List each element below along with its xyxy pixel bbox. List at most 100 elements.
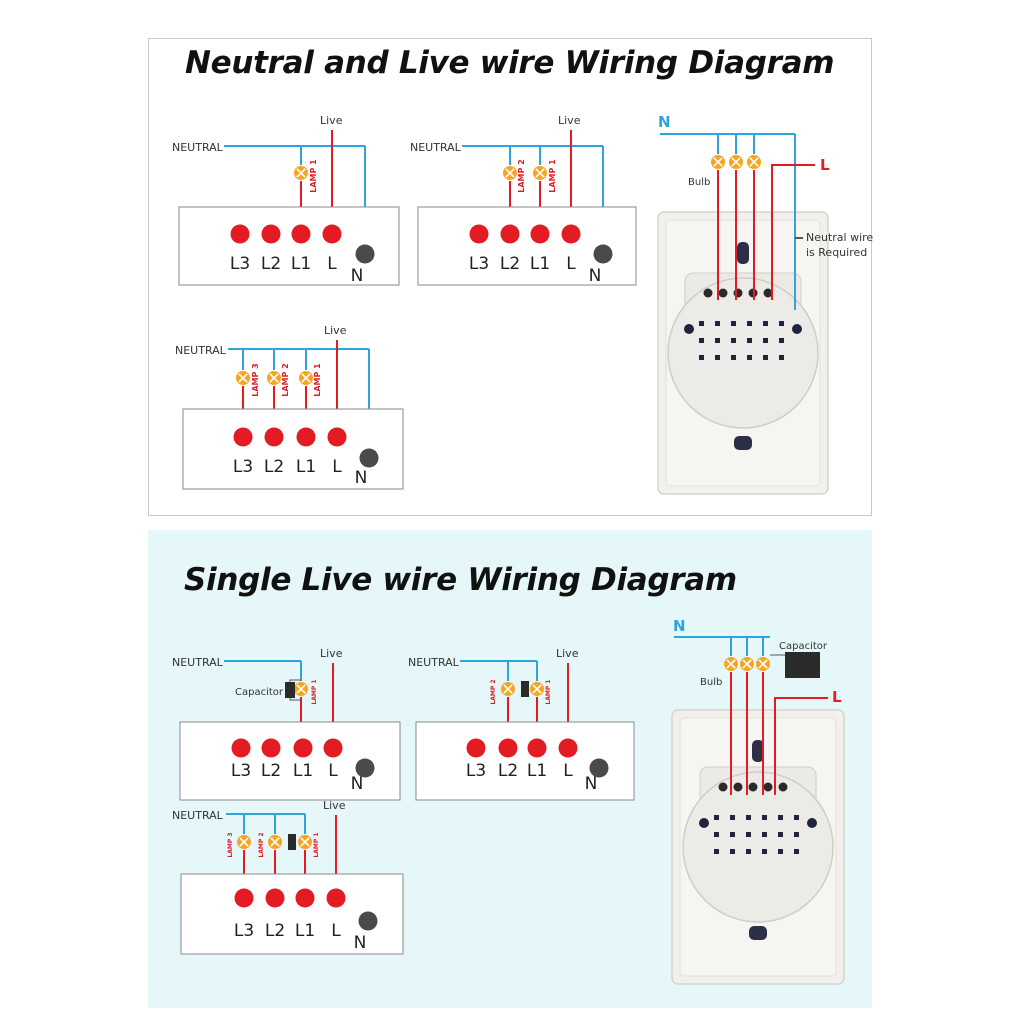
- terminal-dot: [466, 738, 486, 758]
- neutral-note-line1: Neutral wire: [806, 231, 873, 244]
- mount-slot: [752, 740, 764, 762]
- terminal-label: L: [332, 457, 342, 477]
- n-terminal-dot: [355, 758, 375, 778]
- lamp-cross-icon: [301, 373, 311, 383]
- lamp-cross-icon: [296, 168, 306, 178]
- lamp-cross-icon: [742, 659, 752, 669]
- neutral-label: NEUTRAL: [410, 141, 462, 154]
- terminal-dot: [323, 738, 343, 758]
- vent-hole: [762, 832, 767, 837]
- terminal-dot: [291, 224, 311, 244]
- photo-n-label: N: [658, 113, 671, 131]
- photo-capacitor-label: Capacitor: [779, 641, 828, 652]
- terminal-label: L3: [466, 761, 486, 781]
- lamp-cross-icon: [300, 837, 310, 847]
- photo-bulb-label: Bulb: [700, 677, 722, 688]
- terminal-dot: [264, 427, 284, 447]
- lamp-cross-icon: [239, 837, 249, 847]
- screw-hole: [792, 324, 802, 334]
- terminal-screw: [733, 288, 743, 298]
- lamp-cross-icon: [532, 684, 542, 694]
- vent-hole: [699, 338, 704, 343]
- capacitor-icon: [288, 834, 296, 850]
- vent-hole: [779, 355, 784, 360]
- capacitor-icon: [785, 652, 820, 678]
- single-live-title: Single Live wire Wiring Diagram: [184, 562, 737, 598]
- terminal-dot: [530, 224, 550, 244]
- lamp-1-label: LAMP 1: [548, 159, 557, 193]
- vent-hole: [747, 355, 752, 360]
- vent-hole: [747, 321, 752, 326]
- terminal-label: L2: [265, 921, 285, 941]
- photo-live-wire: [771, 164, 815, 300]
- terminal-dot: [327, 427, 347, 447]
- mount-slot: [734, 436, 752, 450]
- lamp-cross-icon: [505, 168, 515, 178]
- terminal-label: L2: [261, 761, 281, 781]
- terminal-screw: [763, 288, 773, 298]
- capacitor-label: Capacitor: [235, 687, 284, 698]
- vent-hole: [794, 849, 799, 854]
- terminal-dot: [261, 224, 281, 244]
- terminal-label: L: [328, 761, 338, 781]
- vent-hole: [746, 832, 751, 837]
- terminal-dot: [295, 888, 315, 908]
- bottom-switch-photo: [671, 709, 845, 985]
- terminal-screw: [718, 782, 728, 792]
- terminal-label: L3: [234, 921, 254, 941]
- vent-hole: [778, 849, 783, 854]
- terminal-dot: [527, 738, 547, 758]
- vent-hole: [714, 815, 719, 820]
- live-label: Live: [320, 114, 343, 127]
- terminal-label: L1: [295, 921, 315, 941]
- neutral-label: NEUTRAL: [172, 809, 224, 822]
- lamp-3-label: LAMP 3: [251, 363, 260, 396]
- terminal-screw: [778, 782, 788, 792]
- terminal-label: L2: [498, 761, 518, 781]
- neutral-label: NEUTRAL: [408, 656, 460, 669]
- lamp-cross-icon: [713, 157, 723, 167]
- terminal-label-n: N: [351, 266, 364, 286]
- lamp-2-label: LAMP 2: [490, 679, 497, 704]
- live-label: Live: [324, 324, 347, 337]
- terminal-screw: [763, 782, 773, 792]
- terminal-screw: [718, 288, 728, 298]
- vent-hole: [746, 849, 751, 854]
- screw-hole: [699, 818, 709, 828]
- vent-hole: [794, 815, 799, 820]
- photo-l-label: L: [832, 688, 842, 706]
- terminal-screw: [733, 782, 743, 792]
- vent-hole: [794, 832, 799, 837]
- terminal-dot: [322, 224, 342, 244]
- live-label: Live: [323, 799, 346, 812]
- lamp-cross-icon: [296, 684, 306, 694]
- lamp-1-label: LAMP 1: [545, 679, 552, 704]
- terminal-label-n: N: [355, 468, 368, 488]
- vent-hole: [779, 321, 784, 326]
- lamp-cross-icon: [758, 659, 768, 669]
- n-terminal-dot: [358, 911, 378, 931]
- terminal-dot: [293, 738, 313, 758]
- live-label: Live: [556, 647, 579, 660]
- vent-hole: [699, 355, 704, 360]
- switch-terminal-box: [182, 408, 404, 490]
- terminal-label: L: [563, 761, 573, 781]
- terminal-label: L3: [230, 254, 250, 274]
- vent-hole: [715, 338, 720, 343]
- terminal-dot: [561, 224, 581, 244]
- terminal-dot: [265, 888, 285, 908]
- vent-hole: [731, 355, 736, 360]
- vent-hole: [763, 321, 768, 326]
- n-terminal-dot: [355, 244, 375, 264]
- terminal-dot: [296, 427, 316, 447]
- terminal-dot: [231, 738, 251, 758]
- terminal-label: L1: [296, 457, 316, 477]
- terminal-label: L1: [530, 254, 550, 274]
- live-label: Live: [320, 647, 343, 660]
- lamp-1-label: LAMP 1: [311, 679, 318, 704]
- terminal-dot: [469, 224, 489, 244]
- terminal-screw: [703, 288, 713, 298]
- terminal-dot: [558, 738, 578, 758]
- terminal-label: L1: [291, 254, 311, 274]
